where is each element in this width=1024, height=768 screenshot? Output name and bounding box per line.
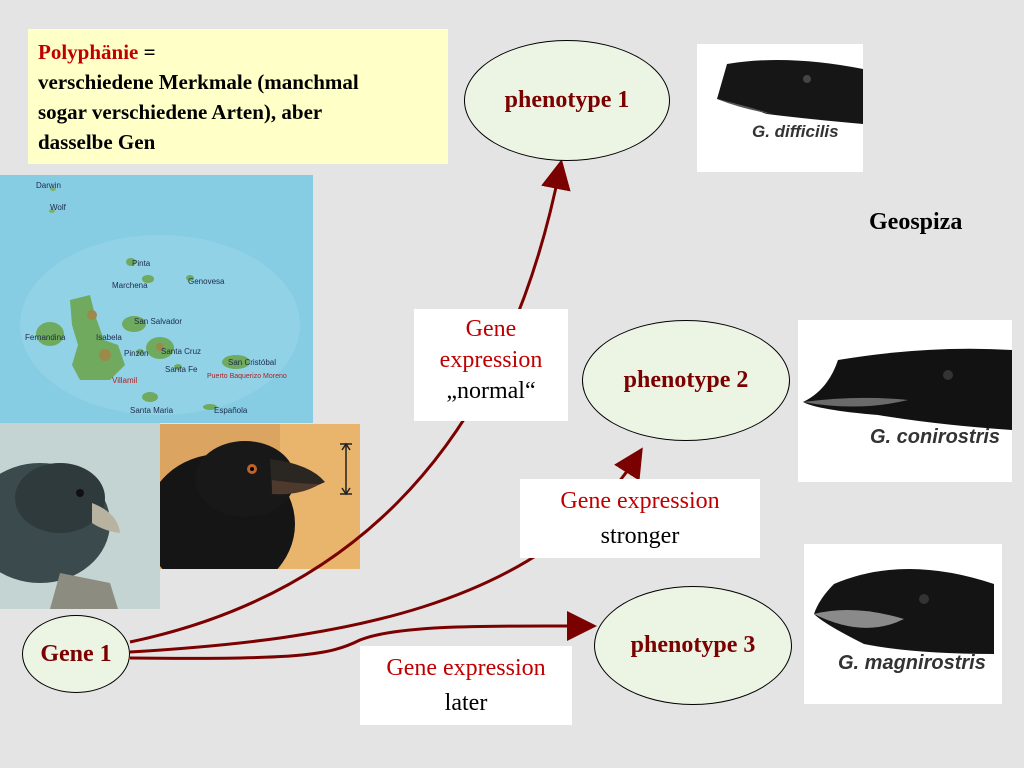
phenotype-3-label: phenotype 3: [630, 632, 756, 658]
expression-stronger-box: Gene expression stronger: [520, 479, 760, 558]
beak-image-difficilis: G. difficilis: [697, 44, 863, 172]
arrow-gene-to-phenotype-1: [129, 159, 571, 644]
map-label-san-cristobal: San Cristóbal: [228, 358, 277, 367]
map-label-isabela: Isabela: [96, 333, 122, 342]
map-label-puerto-baquerizo: Puerto Baquerizo Moreno: [207, 373, 287, 380]
map-label-genovesa: Genovesa: [188, 277, 225, 286]
expression-normal-line3: „normal“: [446, 378, 536, 404]
definition-line-3: dasselbe Gen: [38, 130, 156, 154]
expression-later-box: Gene expression later: [360, 646, 572, 725]
map-label-santa-maria: Santa Maria: [130, 406, 174, 415]
definition-line-1: verschiedene Merkmale (manchmal: [38, 70, 359, 94]
map-label-darwin: Darwin: [36, 181, 61, 190]
species-caption-conirostris: G. conirostris: [870, 426, 1001, 448]
map-label-fernandina: Fernandina: [25, 333, 66, 342]
arrow-gene-to-phenotype-3: [129, 610, 597, 660]
map-label-wolf: Wolf: [50, 203, 66, 212]
galapagos-map: Darwin Wolf Pinta Marchena Genovesa San …: [0, 175, 313, 423]
map-label-san-salvador: San Salvador: [134, 317, 183, 326]
finch-photo-right: [160, 424, 360, 569]
definition-term: Polyphänie: [38, 40, 139, 64]
definition-equals: =: [138, 40, 156, 64]
beak-image-conirostris: G. conirostris: [798, 320, 1012, 482]
species-caption-magnirostris: G. magnirostris: [838, 652, 986, 674]
phenotype-2-node: phenotype 2: [582, 320, 790, 441]
map-label-santa-cruz: Santa Cruz: [161, 347, 202, 356]
map-label-santa-fe: Santa Fe: [165, 365, 198, 374]
expression-stronger-line2: stronger: [600, 523, 680, 549]
phenotype-1-node: phenotype 1: [464, 40, 670, 161]
finch-photo-left: [0, 423, 160, 609]
definition-line-2: sogar verschiedene Arten), aber: [38, 100, 323, 124]
phenotype-2-label: phenotype 2: [623, 367, 749, 393]
expression-later-line2: later: [444, 690, 488, 716]
expression-normal-line1: Gene: [465, 316, 517, 342]
beak-image-magnirostris: G. magnirostris: [804, 544, 1002, 704]
expression-normal-line2: expression: [439, 347, 543, 373]
map-label-marchena: Marchena: [112, 281, 148, 290]
map-label-pinta: Pinta: [132, 259, 151, 268]
expression-stronger-line1: Gene expression: [560, 488, 720, 514]
map-islands: [0, 175, 313, 423]
expression-normal-box: Gene expression „normal“: [414, 309, 568, 421]
genus-label: Geospiza: [869, 209, 963, 235]
map-label-espanola: Española: [214, 406, 248, 415]
definition-box: Polyphänie = verschiedene Merkmale (manc…: [28, 29, 448, 164]
phenotype-3-node: phenotype 3: [594, 586, 792, 705]
species-caption-difficilis: G. difficilis: [752, 122, 839, 141]
expression-later-line1: Gene expression: [386, 655, 546, 681]
gene-label: Gene 1: [40, 640, 112, 667]
map-label-pinzon: Pinzón: [124, 349, 149, 358]
phenotype-1-label: phenotype 1: [504, 87, 630, 113]
map-label-villamil: Villamil: [112, 376, 138, 385]
gene-node: Gene 1: [22, 615, 130, 693]
